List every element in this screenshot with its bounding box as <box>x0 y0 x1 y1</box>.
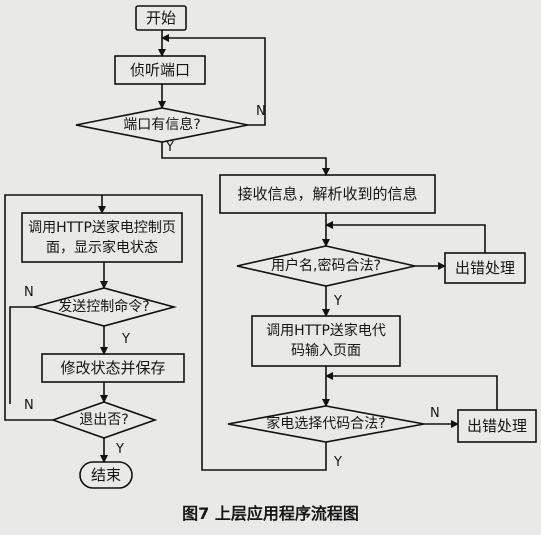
listen-label: 侦听端口 <box>129 61 190 79</box>
figure-caption: 图7 上层应用程序流程图 <box>182 504 359 523</box>
edge-label-port-n: N <box>256 104 266 119</box>
start-label: 开始 <box>145 9 176 27</box>
edge-label-send-n: N <box>24 285 34 300</box>
error1-label: 出错处理 <box>454 259 515 277</box>
edge-label-auth-y: Y <box>334 294 342 309</box>
send-decision-label: 发送控制命令? <box>58 299 150 315</box>
edge-label-code-n: N <box>430 406 440 421</box>
edge-label-exit-n: N <box>24 398 34 413</box>
port-decision-label: 端口有信息? <box>123 117 201 133</box>
end-label: 结束 <box>90 466 121 484</box>
edge-label-send-y: Y <box>122 332 130 347</box>
error2-label: 出错处理 <box>466 417 527 435</box>
code-page-label: 调用HTTP送家电代码输入页面 <box>266 323 386 359</box>
modify-label: 修改状态并保存 <box>60 359 166 377</box>
code-decision-label: 家电选择代码合法? <box>266 416 386 432</box>
exit-decision-label: 退出否? <box>79 412 129 428</box>
control-page-label: 调用HTTP送家电控制页面，显示家电状态 <box>28 219 176 256</box>
auth-decision-label: 用户名,密码合法? <box>271 258 381 274</box>
receive-label: 接收信息，解析收到的信息 <box>237 185 418 203</box>
start-box <box>135 5 187 31</box>
edge-label-code-y: Y <box>334 455 342 470</box>
edge-label-port-y: Y <box>166 140 174 155</box>
edge-label-exit-y: Y <box>116 442 124 457</box>
modify-box <box>41 353 185 383</box>
